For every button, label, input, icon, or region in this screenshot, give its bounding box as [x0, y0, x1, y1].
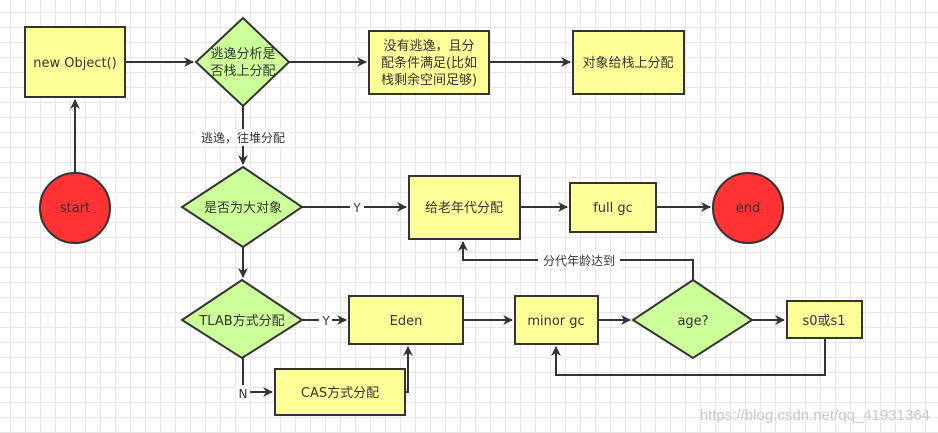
node-tlab[interactable]: TLAB方式分配 [180, 278, 304, 360]
node-new-object[interactable]: new Object() [24, 26, 126, 98]
node-no-escape[interactable]: 没有逃逸，且分 配条件满足(比如 栈剩余空间足够) [368, 30, 490, 95]
node-stack-alloc-label: 对象给栈上分配 [582, 56, 673, 71]
node-eden-label: Eden [390, 314, 423, 329]
edge-survivor-minorgc [551, 338, 826, 376]
node-escape-analysis[interactable]: 逃逸分析是 否栈上分配 [194, 16, 291, 108]
node-old-gen[interactable]: 给老年代分配 [408, 175, 521, 240]
node-eden[interactable]: Eden [348, 295, 464, 345]
node-escape-analysis-line2: 否栈上分配 [210, 64, 275, 79]
node-new-object-label: new Object() [33, 56, 116, 71]
node-cas-label: CAS方式分配 [301, 385, 379, 401]
node-survivor[interactable]: s0或s1 [786, 300, 863, 339]
edge-label-tlab-yes: Y [321, 314, 330, 328]
node-no-escape-line2: 配条件满足(比如 [381, 55, 477, 71]
edge-label-escape-heap: 逃逸，往堆分配 [201, 130, 285, 145]
node-start-label: start [60, 201, 90, 216]
node-escape-analysis-line1: 逃逸分析是 [210, 47, 275, 62]
edge-label-large-yes: Y [352, 201, 361, 215]
edge-label-tlab-no: N [239, 387, 248, 401]
node-minor-gc[interactable]: minor gc [514, 295, 599, 345]
node-end-label: end [736, 201, 761, 216]
edge-label-age-reached: 分代年龄达到 [543, 254, 615, 268]
node-full-gc[interactable]: full gc [569, 182, 657, 233]
node-old-gen-label: 给老年代分配 [425, 201, 503, 216]
node-minor-gc-label: minor gc [527, 314, 584, 329]
node-full-gc-label: full gc [593, 201, 633, 216]
node-no-escape-line1: 没有逃逸，且分 [383, 39, 474, 54]
node-is-large-label: 是否为大对象 [204, 201, 282, 216]
node-age[interactable]: age? [631, 278, 754, 360]
node-stack-alloc[interactable]: 对象给栈上分配 [572, 30, 685, 95]
node-end[interactable]: end [712, 172, 784, 244]
node-tlab-label: TLAB方式分配 [198, 313, 284, 329]
node-age-label: age? [677, 314, 708, 329]
watermark: https://blog.csdn.net/qq_41931364 [700, 407, 930, 424]
node-no-escape-line3: 栈剩余空间足够) [381, 72, 477, 88]
node-survivor-label: s0或s1 [802, 314, 845, 329]
node-start[interactable]: start [39, 172, 111, 244]
node-is-large[interactable]: 是否为大对象 [180, 165, 304, 249]
node-cas[interactable]: CAS方式分配 [274, 368, 406, 416]
